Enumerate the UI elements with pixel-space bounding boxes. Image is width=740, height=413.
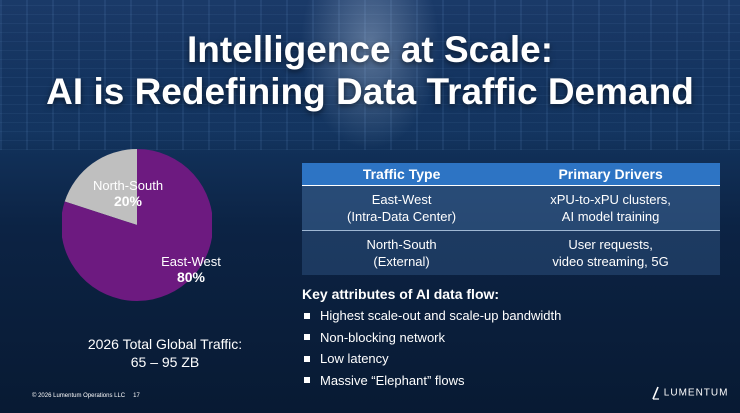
square-bullet-icon <box>304 312 310 319</box>
list-item: Massive “Elephant” flows <box>302 370 561 392</box>
pie-value-east-west: 80% <box>176 269 206 285</box>
list-item: Non-blocking network <box>302 327 561 349</box>
cell-line: AI model training <box>561 209 660 224</box>
lumentum-slash-icon <box>652 386 659 400</box>
table-cell-type: East-West (Intra-Data Center) <box>302 185 502 231</box>
square-bullet-icon <box>304 334 310 341</box>
cell-line: (Intra-Data Center) <box>347 209 457 224</box>
table-header-primary-drivers: Primary Drivers <box>501 163 720 186</box>
table-header-row: Traffic Type Primary Drivers <box>302 163 720 186</box>
table-cell-drivers: User requests, video streaming, 5G <box>501 230 720 275</box>
copyright-text: © 2026 Lumentum Operations LLC <box>32 393 126 399</box>
square-bullet-icon <box>304 377 310 384</box>
pie-label-east-west: East-West <box>161 254 221 269</box>
pie-value-north-south: 20% <box>113 193 143 209</box>
cell-line: video streaming, 5G <box>552 254 669 269</box>
list-item: Low latency <box>302 348 561 370</box>
attributes-list: Highest scale-out and scale-up bandwidth… <box>302 305 561 391</box>
cell-line: East-West <box>371 192 432 207</box>
page-number: 17 <box>133 393 140 399</box>
cell-line: xPU-to-xPU clusters, <box>550 192 671 207</box>
footer: © 2026 Lumentum Operations LLC 17 <box>32 393 140 399</box>
square-bullet-icon <box>304 355 310 362</box>
pie-slice-east-west <box>62 149 212 301</box>
table-cell-type: North-South (External) <box>302 230 502 275</box>
traffic-pie-chart <box>62 149 212 301</box>
pie-label-north-south: North-South <box>92 178 164 193</box>
slide-title-line2: AI is Redefining Data Traffic Demand <box>46 71 694 112</box>
list-item-text: Massive “Elephant” flows <box>320 372 465 388</box>
attributes-heading: Key attributes of AI data flow: <box>302 286 500 302</box>
cell-line: North-South <box>366 237 437 252</box>
logo-text: LUMENTUM <box>663 387 729 399</box>
total-traffic-range: 65 – 95 ZB <box>130 354 200 370</box>
list-item: Highest scale-out and scale-up bandwidth <box>302 305 561 327</box>
table-cell-drivers: xPU-to-xPU clusters, AI model training <box>501 185 720 231</box>
list-item-text: Highest scale-out and scale-up bandwidth <box>320 308 562 323</box>
list-item-text: Low latency <box>320 351 389 366</box>
table-row: North-South (External) User requests, vi… <box>302 230 720 275</box>
total-traffic-caption: 2026 Total Global Traffic: <box>87 336 243 352</box>
slide-title-line1: Intelligence at Scale: <box>186 29 554 70</box>
cell-line: User requests, <box>568 237 653 252</box>
traffic-table: Traffic Type Primary Drivers East-West (… <box>302 163 720 275</box>
table-header-traffic-type: Traffic Type <box>302 163 502 186</box>
table-row: East-West (Intra-Data Center) xPU-to-xPU… <box>302 185 720 231</box>
lumentum-logo: LUMENTUM <box>650 386 728 400</box>
list-item-text: Non-blocking network <box>320 329 446 345</box>
cell-line: (External) <box>373 254 430 269</box>
datacenter-background-image <box>0 0 740 150</box>
pie-slice-north-south <box>64 149 137 225</box>
